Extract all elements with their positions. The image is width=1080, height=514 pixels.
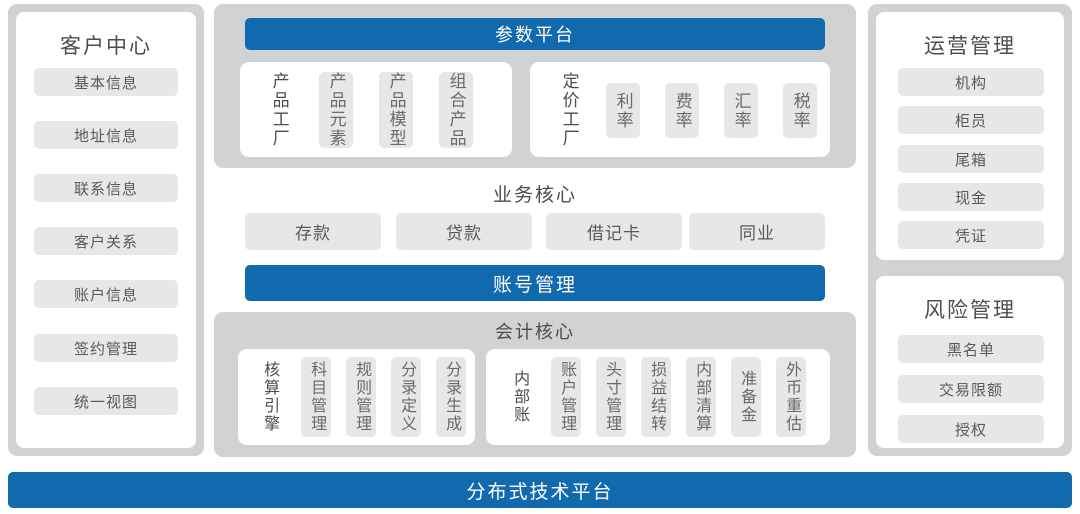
business-core-title: 业务核心 bbox=[492, 185, 577, 206]
business-item-deposit[interactable]: 存款 bbox=[245, 213, 381, 250]
risk-item-transaction-limit[interactable]: 交易限额 bbox=[898, 375, 1044, 403]
entry-definition-item[interactable]: 分录定义 bbox=[391, 357, 421, 437]
ops-item-cash[interactable]: 现金 bbox=[898, 183, 1044, 211]
customer-center-title: 客户中心 bbox=[60, 35, 152, 58]
sidebar-item-contact-info[interactable]: 联系信息 bbox=[34, 174, 178, 202]
operations-management-title: 运营管理 bbox=[924, 35, 1016, 58]
sidebar-item-address-info[interactable]: 地址信息 bbox=[34, 121, 178, 149]
ops-item-teller[interactable]: 柜员 bbox=[898, 106, 1044, 134]
customer-center-card: 客户中心 基本信息 地址信息 联系信息 客户关系 账户信息 签约管理 统一视图 bbox=[16, 12, 196, 448]
product-element-item[interactable]: 产品元素 bbox=[319, 72, 353, 148]
reserve-fund-item[interactable]: 准备金 bbox=[731, 357, 761, 437]
risk-item-authorization[interactable]: 授权 bbox=[898, 415, 1044, 443]
position-management-item[interactable]: 头寸管理 bbox=[596, 357, 626, 437]
subject-management-item[interactable]: 科目管理 bbox=[301, 357, 331, 437]
sidebar-item-account-info[interactable]: 账户信息 bbox=[34, 280, 178, 308]
accounting-engine-label: 核算引擎 bbox=[261, 361, 279, 433]
risk-item-blacklist[interactable]: 黑名单 bbox=[898, 335, 1044, 363]
sidebar-item-customer-relation[interactable]: 客户关系 bbox=[34, 227, 178, 255]
customer-center-panel: 客户中心 基本信息 地址信息 联系信息 客户关系 账户信息 签约管理 统一视图 bbox=[8, 4, 204, 456]
business-item-debit-card[interactable]: 借记卡 bbox=[546, 213, 682, 250]
pricing-factory-group: 定价工厂 利率 费率 汇率 税率 bbox=[530, 62, 830, 157]
internal-account-label: 内部账 bbox=[511, 370, 529, 424]
composite-product-item[interactable]: 组合产品 bbox=[439, 72, 473, 148]
internal-account-group: 内部账 账户管理 头寸管理 损益结转 内部清算 准备金 外币重估 bbox=[486, 349, 830, 445]
param-platform-panel: 参数平台 产品工厂 产品元素 产品模型 组合产品 定价工厂 利率 费率 汇率 税… bbox=[214, 4, 856, 168]
business-item-interbank[interactable]: 同业 bbox=[689, 213, 825, 250]
param-platform-title-bar: 参数平台 bbox=[245, 18, 825, 50]
exchange-rate-item[interactable]: 汇率 bbox=[724, 83, 758, 138]
operations-management-card: 运营管理 机构 柜员 尾箱 现金 凭证 bbox=[876, 12, 1064, 260]
accounting-core-panel: 会计核心 核算引擎 科目管理 规则管理 分录定义 分录生成 内部账 账户管理 头… bbox=[214, 312, 856, 457]
product-factory-label: 产品工厂 bbox=[269, 72, 289, 148]
distributed-tech-platform-bar: 分布式技术平台 bbox=[8, 472, 1072, 508]
ops-item-institution[interactable]: 机构 bbox=[898, 68, 1044, 96]
accounting-engine-group: 核算引擎 科目管理 规则管理 分录定义 分录生成 bbox=[238, 349, 475, 445]
accounting-core-title: 会计核心 bbox=[495, 322, 575, 342]
product-model-item[interactable]: 产品模型 bbox=[379, 72, 413, 148]
right-column-panel: 运营管理 机构 柜员 尾箱 现金 凭证 风险管理 黑名单 交易限额 授权 bbox=[868, 4, 1072, 456]
fee-rate-item[interactable]: 费率 bbox=[665, 83, 699, 138]
internal-clearing-item[interactable]: 内部清算 bbox=[686, 357, 716, 437]
risk-management-title: 风险管理 bbox=[924, 299, 1016, 322]
rule-management-item[interactable]: 规则管理 bbox=[346, 357, 376, 437]
sidebar-item-contract-mgmt[interactable]: 签约管理 bbox=[34, 334, 178, 362]
tax-rate-item[interactable]: 税率 bbox=[783, 83, 817, 138]
profit-loss-carryover-item[interactable]: 损益结转 bbox=[641, 357, 671, 437]
risk-management-card: 风险管理 黑名单 交易限额 授权 bbox=[876, 276, 1064, 448]
business-item-loan[interactable]: 贷款 bbox=[396, 213, 532, 250]
middle-column: 参数平台 产品工厂 产品元素 产品模型 组合产品 定价工厂 利率 费率 汇率 税… bbox=[214, 4, 856, 457]
product-factory-group: 产品工厂 产品元素 产品模型 组合产品 bbox=[240, 62, 512, 157]
ops-item-cash-box[interactable]: 尾箱 bbox=[898, 145, 1044, 173]
account-management-item[interactable]: 账户管理 bbox=[551, 357, 581, 437]
interest-rate-item[interactable]: 利率 bbox=[606, 83, 640, 138]
foreign-currency-revaluation-item[interactable]: 外币重估 bbox=[776, 357, 806, 437]
pricing-factory-label: 定价工厂 bbox=[559, 72, 579, 148]
sidebar-item-basic-info[interactable]: 基本信息 bbox=[34, 68, 178, 96]
entry-generation-item[interactable]: 分录生成 bbox=[436, 357, 466, 437]
ops-item-voucher[interactable]: 凭证 bbox=[898, 221, 1044, 249]
sidebar-item-unified-view[interactable]: 统一视图 bbox=[34, 387, 178, 415]
account-management-bar: 账号管理 bbox=[245, 265, 825, 301]
